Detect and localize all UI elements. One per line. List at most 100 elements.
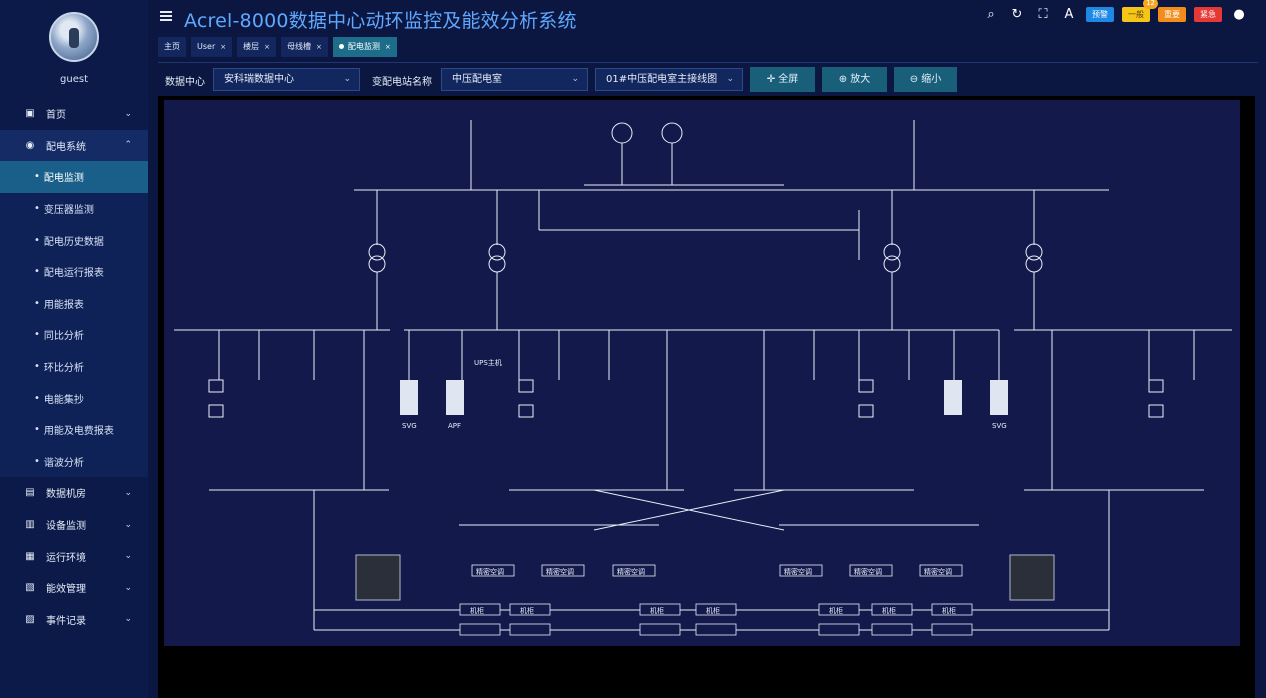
sidebar-sub-distribution-monitor[interactable]: •配电监测 xyxy=(0,161,148,193)
sidebar-item-distribution[interactable]: ◉ 配电系统 ⌃ xyxy=(0,129,148,162)
ups-rectifier-box xyxy=(208,379,224,393)
diagram-value: 01#中压配电室主接线图 xyxy=(606,74,718,85)
sidebar: guest ▣ 首页 ⌄ ◉ 配电系统 ⌃ •配电监测 •变压器监测 •配电历史… xyxy=(0,0,148,698)
sidebar-sub-label: 电能集抄 xyxy=(43,394,84,406)
ups-rectifier-box xyxy=(1148,379,1164,393)
sidebar-item-label: 设备监测 xyxy=(46,521,86,533)
cabinet-label: 机柜 xyxy=(942,606,956,615)
svg-device-icon xyxy=(990,380,1008,415)
font-size-icon[interactable]: A xyxy=(1064,7,1074,22)
sidebar-item-home[interactable]: ▣ 首页 ⌄ xyxy=(0,98,148,130)
diagram-select[interactable]: 01#中压配电室主接线图 ⌄ xyxy=(595,68,743,91)
close-icon[interactable]: × xyxy=(315,43,322,51)
tab-label: 母线槽 xyxy=(286,42,311,51)
svg-device-icon xyxy=(944,380,962,415)
sidebar-sub-harmonic[interactable]: •谐波分析 xyxy=(0,445,148,478)
alert-warning-button[interactable]: 预警 xyxy=(1086,7,1114,22)
sidebar-item-device-monitor[interactable]: ▥ 设备监测 ⌄ xyxy=(0,509,148,541)
cabinet-box xyxy=(818,603,860,616)
cabinet-label: 机柜 xyxy=(882,606,896,615)
zoom-in-label: 放大 xyxy=(850,74,871,85)
sidebar-sub-label: 配电运行报表 xyxy=(43,268,104,280)
sidebar-item-environment[interactable]: ▦ 运行环境 ⌄ xyxy=(0,540,148,572)
sidebar-sub-meter-reading[interactable]: •电能集抄 xyxy=(0,382,148,414)
alert-important-button[interactable]: 重要 xyxy=(1158,7,1186,22)
ups-inverter-box xyxy=(518,404,534,418)
sidebar-sub-label: 用能报表 xyxy=(43,299,84,311)
sidebar-sub-yoy[interactable]: •同比分析 xyxy=(0,319,148,351)
sidebar-sub-mom[interactable]: •环比分析 xyxy=(0,350,148,383)
datacenter-select[interactable]: 安科瑞数据中心 ⌄ xyxy=(213,68,360,91)
search-icon[interactable]: ⌕ xyxy=(987,7,995,22)
chevron-down-icon: ⌄ xyxy=(124,582,132,593)
sidebar-sub-fee-report[interactable]: •用能及电费报表 xyxy=(0,413,148,446)
svg-device-icon xyxy=(400,380,418,415)
ups-inverter-box xyxy=(1148,404,1164,418)
cabinet-box xyxy=(931,623,973,636)
cabinet-box xyxy=(871,603,913,616)
cabinet-left-icon xyxy=(355,554,401,601)
svg-label: SVG xyxy=(402,422,417,430)
tab-home[interactable]: 主页 xyxy=(158,37,186,57)
zoom-out-icon: ⊖ xyxy=(909,74,922,85)
cabinet-box xyxy=(695,603,737,616)
sidebar-sub-run-report[interactable]: •配电运行报表 xyxy=(0,255,148,288)
page-title: Acrel-8000数据中心动环监控及能效分析系统 xyxy=(184,10,577,32)
tab-user[interactable]: User× xyxy=(191,37,233,57)
diagram-viewport[interactable]: SVG APF SVG UPS主机 精密空调 精密空调 精密空调 精密空调 精密… xyxy=(158,96,1255,698)
chevron-up-icon: ⌃ xyxy=(124,140,132,151)
sidebar-item-label: 配电系统 xyxy=(46,141,86,153)
sidebar-item-efficiency[interactable]: ▧ 能效管理 ⌄ xyxy=(0,572,148,604)
cabinet-label: 机柜 xyxy=(706,606,720,615)
sidebar-item-server-room[interactable]: ▤ 数据机房 ⌄ xyxy=(0,477,148,509)
sidebar-sub-label: 变压器监测 xyxy=(43,205,94,217)
alert-normal-button[interactable]: 一般 12 xyxy=(1122,0,1158,22)
datacenter-label: 数据中心 xyxy=(165,77,205,88)
close-icon[interactable]: × xyxy=(220,43,227,51)
generator-1-symbol xyxy=(611,122,633,144)
tab-busway[interactable]: 母线槽 × xyxy=(280,37,328,57)
sidebar-sub-history[interactable]: •配电历史数据 xyxy=(0,224,148,256)
station-label: 变配电站名称 xyxy=(372,77,432,88)
sidebar-menu: ▣ 首页 ⌄ ◉ 配电系统 ⌃ •配电监测 •变压器监测 •配电历史数据 •配电… xyxy=(0,98,148,635)
alert-normal-label: 一般 xyxy=(1128,10,1144,19)
record-icon: ▨ xyxy=(25,613,35,625)
sidebar-sub-label: 配电监测 xyxy=(43,173,84,185)
single-line-diagram[interactable]: SVG APF SVG UPS主机 精密空调 精密空调 精密空调 精密空调 精密… xyxy=(164,100,1240,646)
alert-urgent-button[interactable]: 紧急 xyxy=(1194,7,1222,22)
sidebar-sub-transformer[interactable]: •变压器监测 xyxy=(0,192,148,225)
ac-label: 精密空调 xyxy=(924,567,952,576)
chevron-down-icon: ⌄ xyxy=(343,74,351,84)
ac-unit-box xyxy=(779,564,823,577)
avatar[interactable] xyxy=(49,12,99,62)
tab-label: 配电监测 xyxy=(347,42,380,51)
zoom-out-button[interactable]: ⊖ 缩小 xyxy=(894,67,957,92)
close-icon[interactable]: × xyxy=(384,43,391,51)
cabinet-box xyxy=(639,603,681,616)
transformer-3-symbol xyxy=(883,243,901,261)
tab-label: 主页 xyxy=(164,42,180,51)
sidebar-item-label: 能效管理 xyxy=(46,584,86,596)
user-icon[interactable]: ● xyxy=(1233,7,1245,22)
tab-floor[interactable]: 楼层× xyxy=(237,37,276,57)
ups-inverter-box xyxy=(858,404,874,418)
menu-toggle-icon[interactable] xyxy=(160,11,172,21)
sidebar-sub-energy-report[interactable]: •用能报表 xyxy=(0,287,148,320)
fullscreen-icon[interactable]: ⛶ xyxy=(1038,7,1048,22)
ac-label: 精密空调 xyxy=(546,567,574,576)
bar-chart-icon: ▥ xyxy=(25,519,35,531)
refresh-icon[interactable]: ↻ xyxy=(1011,7,1023,22)
username: guest xyxy=(60,74,88,85)
sidebar-item-events[interactable]: ▨ 事件记录 ⌄ xyxy=(0,604,148,636)
fullscreen-button[interactable]: ✛ 全屏 xyxy=(750,67,815,92)
tab-distribution-monitor[interactable]: 配电监测 × xyxy=(332,37,397,57)
close-icon[interactable]: × xyxy=(264,43,270,51)
zoom-in-button[interactable]: ⊕ 放大 xyxy=(822,67,887,92)
header-actions: ⌕ ↻ ⛶ A 预警 一般 12 重要 紧急 ● xyxy=(982,0,1248,22)
ups-inverter-box xyxy=(208,404,224,418)
station-select[interactable]: 中压配电室 ⌄ xyxy=(441,68,588,91)
tab-bar: 主页 User× 楼层× 母线槽 × 配电监测 × xyxy=(158,37,397,57)
fullscreen-label: 全屏 xyxy=(778,74,799,85)
cross-link-2 xyxy=(593,489,785,531)
